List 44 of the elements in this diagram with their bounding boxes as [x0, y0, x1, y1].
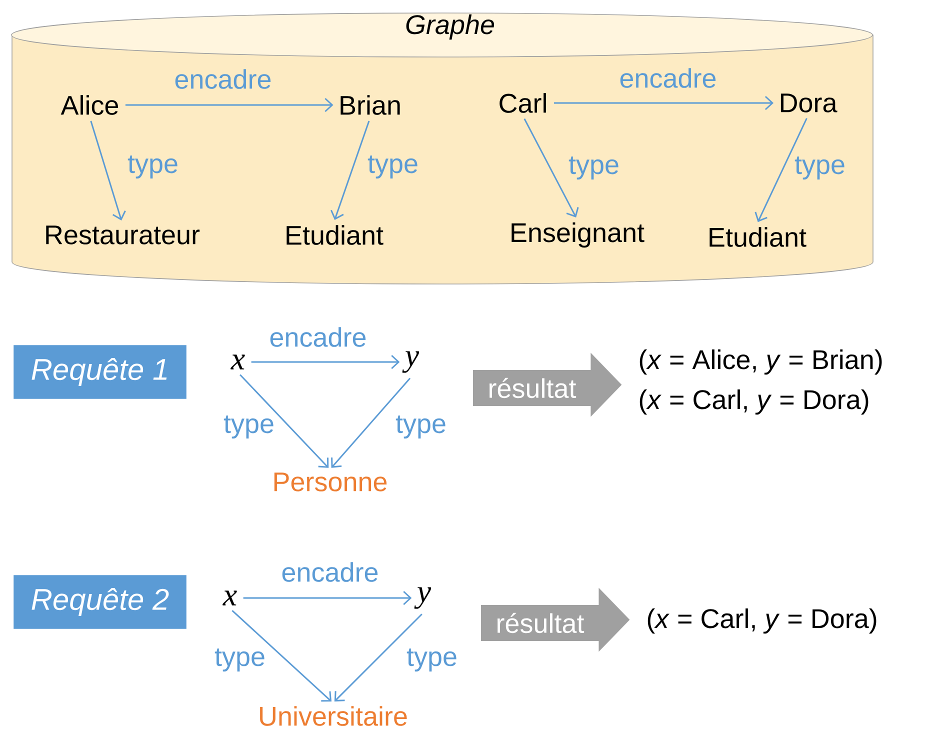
result-text: (x = Carl, y = Dora)	[648, 608, 876, 634]
edge-label: type	[394, 414, 448, 440]
class-label: Personne	[274, 472, 387, 492]
edge-label: encadre	[173, 68, 273, 90]
entity-label: Restaurateur	[46, 226, 200, 244]
arrow	[554, 96, 774, 110]
query-box: Requête 2	[12, 574, 188, 630]
node-label: Graphe	[406, 14, 494, 40]
entity-label: Alice	[60, 95, 118, 115]
arrow	[251, 354, 400, 370]
query-box: Requête 1	[12, 344, 188, 400]
variable-label: x	[222, 590, 237, 606]
entity-label: Etudiant	[710, 227, 806, 247]
edge-label: type	[214, 647, 267, 673]
arrow	[334, 614, 422, 702]
arrow	[125, 98, 334, 112]
edge-label: type	[568, 155, 621, 181]
arrow	[240, 374, 329, 468]
variable-label: y	[402, 351, 420, 373]
variable-label: y	[414, 587, 432, 609]
arrow	[90, 120, 126, 220]
arrow	[232, 610, 332, 702]
arrow	[754, 118, 808, 222]
class-label: Universitaire	[260, 706, 407, 726]
edge-label: type	[126, 154, 180, 180]
edge-label: type	[793, 155, 847, 181]
entity-label: Brian	[340, 95, 400, 115]
edge-label: type	[405, 647, 459, 673]
edge-label: encadre	[268, 326, 368, 348]
variable-label: x	[230, 354, 245, 370]
entity-label: Carl	[500, 93, 546, 113]
edge-label: encadre	[280, 561, 380, 583]
arrow	[330, 120, 370, 220]
edge-label: type	[222, 414, 276, 440]
arrow	[524, 118, 579, 218]
entity-label: Dora	[780, 94, 838, 112]
result-text: (x = Alice, y = Brian)	[640, 349, 882, 375]
arrow	[243, 590, 412, 606]
result-text: (x = Carl, y = Dora)	[640, 389, 868, 415]
entity-label: Etudiant	[286, 225, 384, 245]
arrow	[331, 378, 411, 468]
edge-label: encadre	[618, 67, 718, 89]
edge-label: type	[366, 154, 420, 180]
entity-label: Enseignant	[512, 222, 644, 248]
